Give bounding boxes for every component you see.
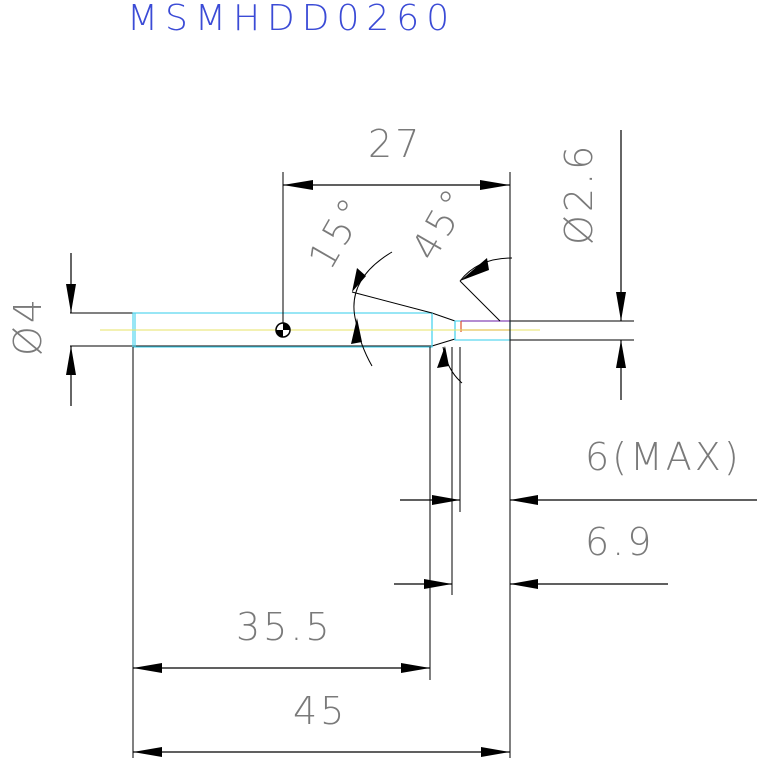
dimension-label-6-max: 6(MAX): [585, 435, 742, 479]
dimension-35-5: 35.5: [133, 605, 430, 673]
angle-15: 15°: [300, 188, 393, 367]
dimension-label-6-9: 6.9: [585, 520, 654, 564]
angle-label-45: 45°: [403, 179, 479, 267]
dimension-diameter-2-6: Ø2.6: [557, 130, 626, 400]
dimension-label-35-5: 35.5: [236, 605, 333, 649]
dimension-45: 45: [133, 689, 510, 757]
dimension-6-9: 6.9: [394, 520, 668, 589]
dimension-label-45: 45: [293, 689, 347, 733]
dimension-label-diameter-4: Ø4: [6, 296, 50, 356]
angle-45: 45°: [403, 179, 513, 384]
part-number-title: MSMHDD0260: [127, 0, 456, 39]
dimension-27: 27: [283, 122, 510, 190]
extension-lines: [132, 172, 511, 758]
drill-body: [70, 312, 634, 348]
angle-label-15: 15°: [300, 188, 376, 276]
dimension-label-27: 27: [368, 122, 422, 166]
dimension-label-diameter-2-6: Ø2.6: [557, 143, 601, 245]
dimension-6-max: 6(MAX): [400, 435, 757, 505]
dimension-diameter-4: Ø4: [6, 253, 76, 406]
